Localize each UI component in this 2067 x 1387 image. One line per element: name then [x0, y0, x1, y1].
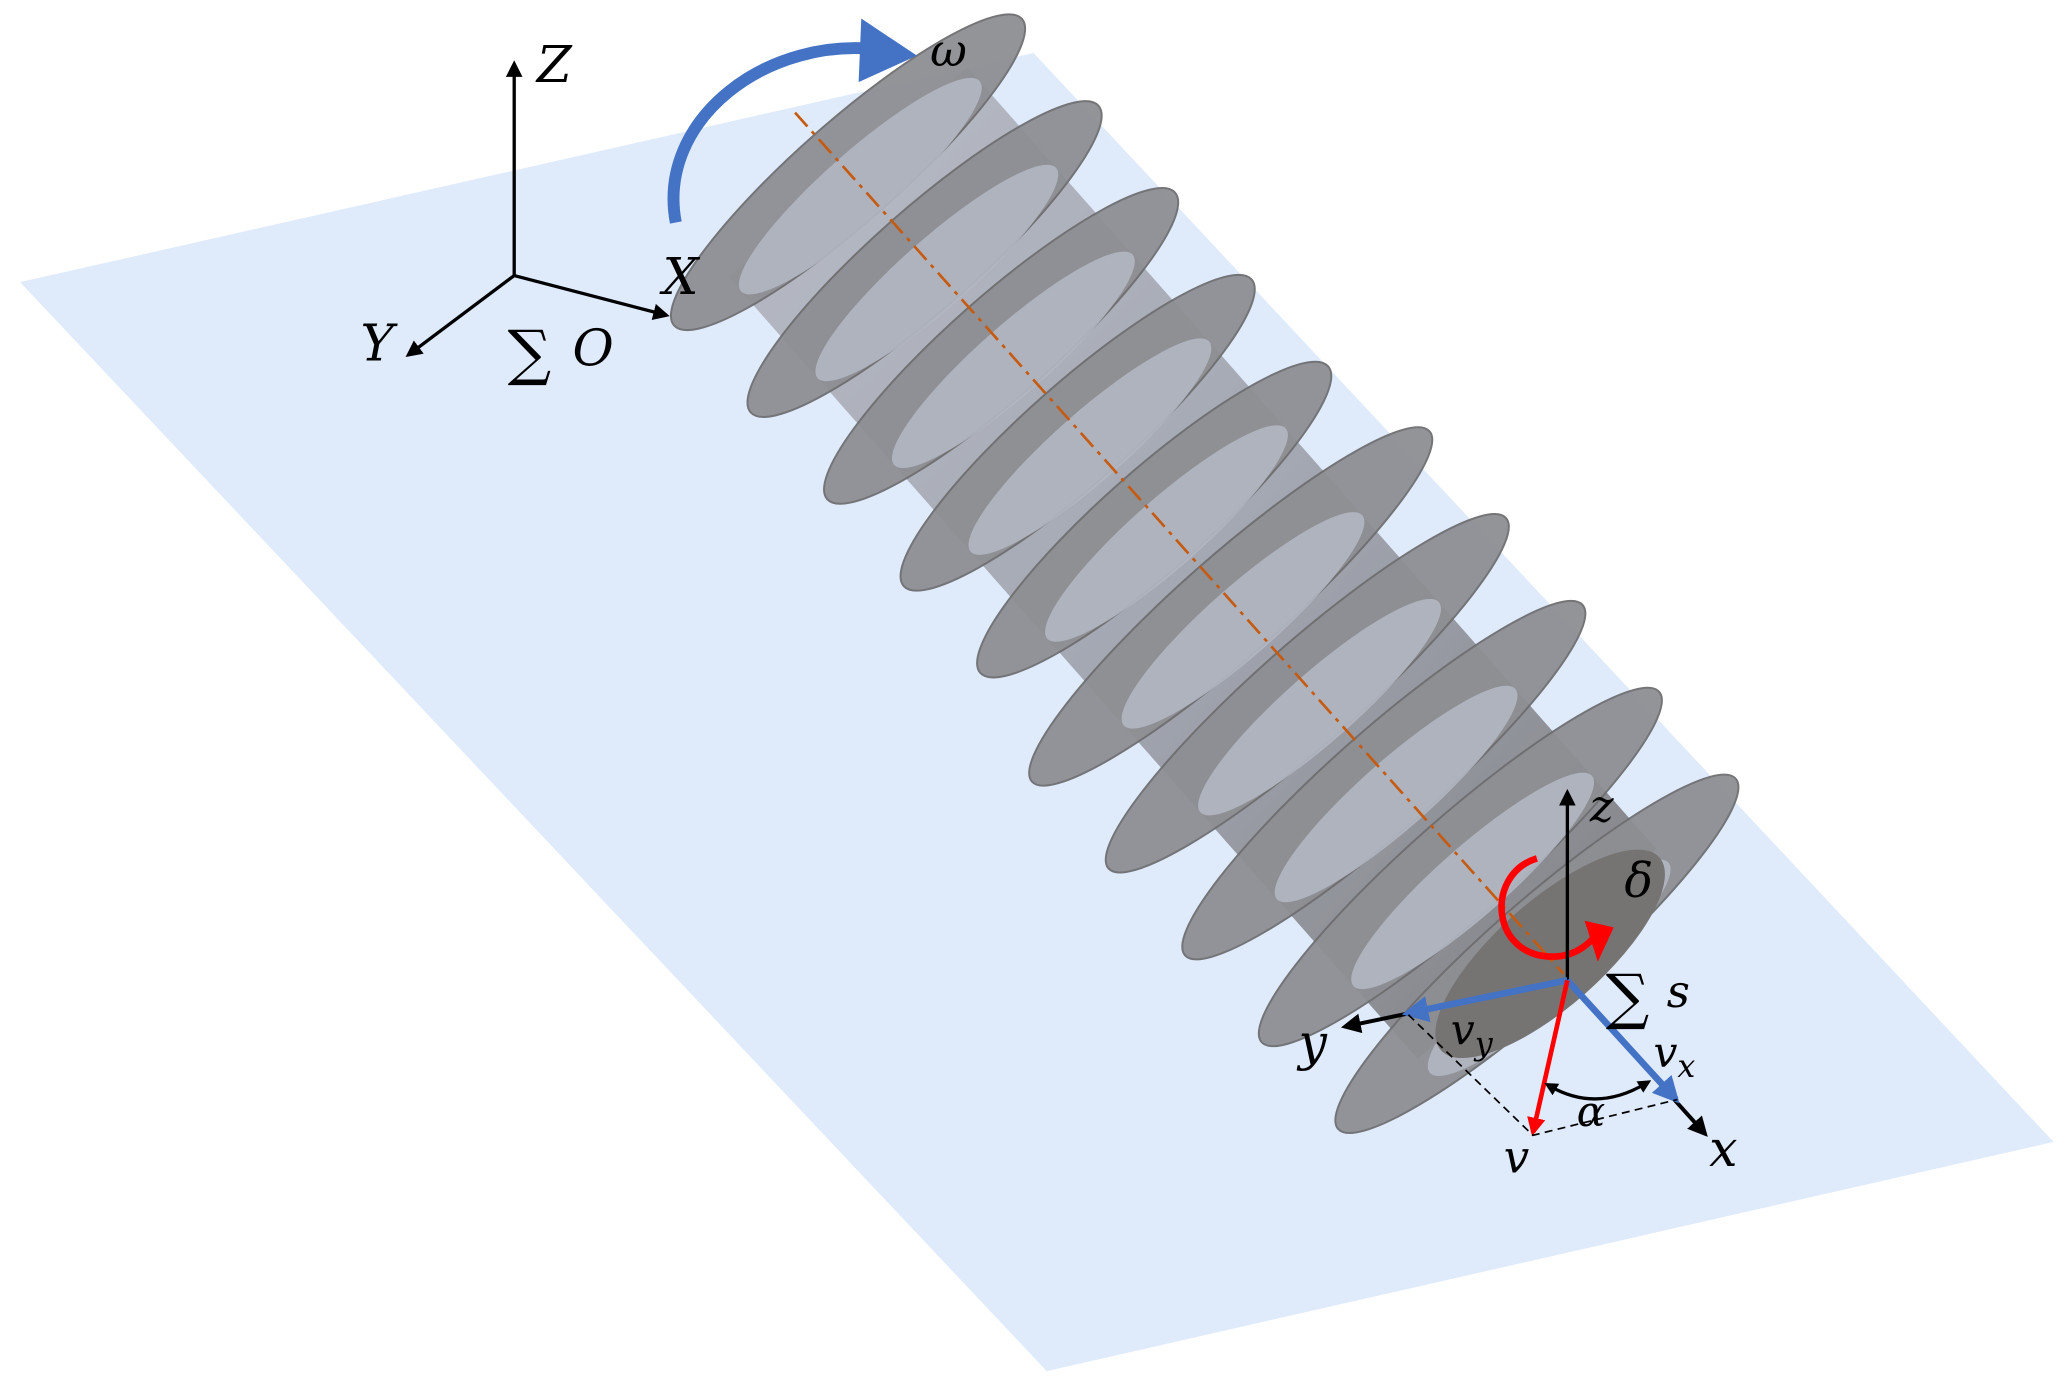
global-sigma: ∑	[508, 318, 552, 389]
local-frame: z δ ∑ s y x v vy vx α	[1296, 779, 1737, 1183]
vy-label: vy	[1451, 1005, 1494, 1063]
global-y-axis	[405, 274, 516, 358]
local-z-label: z	[1589, 779, 1614, 832]
global-frame: Z X Y ∑ O	[361, 35, 701, 388]
screw-shaft-segment	[815, 164, 1059, 382]
v-vector	[1527, 979, 1570, 1137]
screw-shaft-segment	[1351, 772, 1595, 990]
delta-rotation-arrow	[1498, 855, 1600, 960]
screw-shaft-segment	[968, 338, 1212, 555]
rotation-arrow-head	[858, 18, 917, 83]
global-x-axis	[513, 273, 670, 320]
vx-label: vx	[1653, 1027, 1695, 1085]
screw-shaft-segment	[1274, 685, 1518, 903]
global-x-label: X	[659, 247, 701, 306]
local-y-label: y	[1296, 1013, 1327, 1072]
local-x-label: x	[1709, 1119, 1737, 1178]
alpha-angle-arc	[1544, 1080, 1652, 1101]
alpha-label: α	[1577, 1087, 1606, 1136]
rotation-arrow	[667, 42, 886, 224]
local-sigma: ∑	[1606, 961, 1649, 1032]
global-origin-label: O	[572, 319, 613, 378]
delta-label: δ	[1624, 854, 1653, 909]
screw-shaft-segment	[891, 251, 1135, 469]
screw-axis-line	[794, 111, 1565, 975]
screw-shaft-segment	[1121, 512, 1365, 729]
local-frame-name: s	[1667, 965, 1690, 1018]
omega-label: ω	[930, 24, 967, 77]
vy-vector	[1401, 977, 1569, 1023]
global-z-label: Z	[535, 35, 573, 94]
screw-auger	[669, 13, 1740, 1135]
velocity-parallelogram	[1407, 1014, 1678, 1137]
delta-arrow-head	[1584, 920, 1614, 962]
ground-plane	[20, 52, 2054, 1372]
screw-shaft-segment	[1045, 425, 1288, 642]
screw-shaft-segment	[1198, 598, 1441, 816]
vx-vector	[1564, 978, 1680, 1104]
global-y-label: Y	[361, 313, 399, 372]
v-label: v	[1504, 1130, 1529, 1183]
